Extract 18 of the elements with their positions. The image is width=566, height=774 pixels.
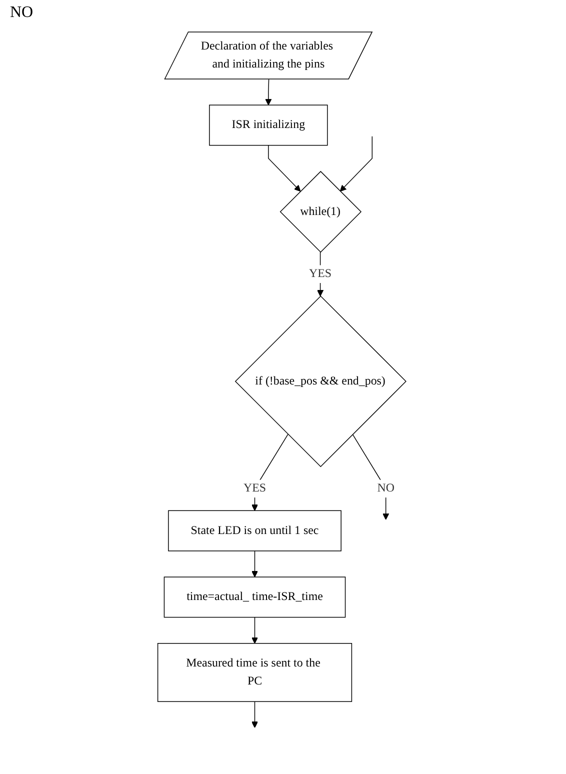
arrow [340, 136, 373, 192]
edge-label: YES [243, 482, 266, 495]
node-box: Measured time is sent to the PC [157, 643, 352, 702]
node-box: ISR initializing [209, 104, 328, 146]
node-diamond: while(1) [280, 170, 362, 253]
arrow [251, 701, 258, 728]
node-box: State LED is on until 1 sec [168, 510, 342, 552]
arrow [251, 550, 258, 578]
node-box: time=actual_ time-ISR_time [164, 576, 346, 618]
arrow [251, 616, 258, 644]
arrow [268, 144, 301, 192]
arrow [251, 434, 288, 511]
note-text: NO [10, 4, 34, 22]
edge-label: YES [309, 267, 332, 280]
arrow [352, 434, 390, 520]
node-diamond: if (!base_pos && end_pos) [234, 296, 406, 468]
edge-label: NO [377, 482, 394, 495]
arrow [265, 78, 272, 106]
